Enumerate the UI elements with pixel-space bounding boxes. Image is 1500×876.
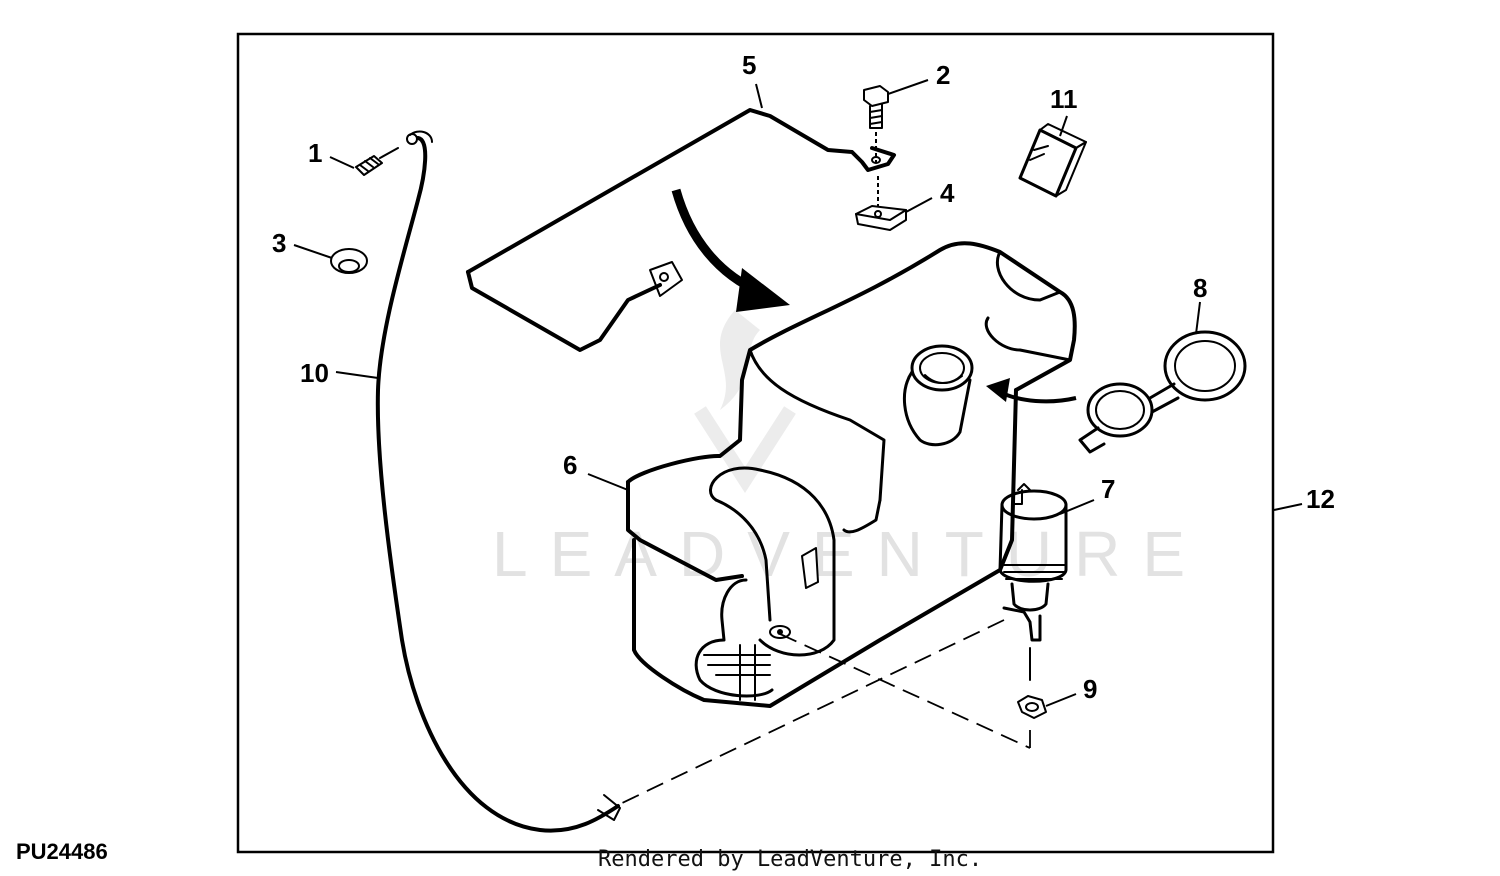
- part-11-switch: [1018, 123, 1087, 198]
- part-6-tank: [626, 241, 1077, 708]
- callout-5: 5: [742, 50, 756, 80]
- part-7-pump: [998, 483, 1068, 681]
- part-5-bracket: [466, 108, 896, 352]
- part-4-clip-nut: [855, 176, 907, 231]
- leader-lines: [293, 79, 1303, 707]
- callout-1: 1: [308, 138, 322, 168]
- callout-6: 6: [563, 450, 577, 480]
- part-9-grommet: [1017, 695, 1047, 719]
- assembly-lines: [619, 619, 1031, 805]
- figure-id: PU24486: [16, 839, 108, 864]
- callout-10: 10: [300, 358, 329, 388]
- watermark-text: LEADVENTURE: [492, 518, 1207, 590]
- part-2-bolt: [863, 85, 889, 164]
- part-8-cap: [986, 330, 1247, 454]
- callout-4: 4: [940, 178, 955, 208]
- callout-12: 12: [1306, 484, 1335, 514]
- callout-2: 2: [936, 60, 950, 90]
- diagram-frame: [236, 32, 1275, 854]
- part-10-hose: [375, 130, 621, 833]
- part-3-grommet: [330, 248, 368, 274]
- callouts: 1 2 3 4 5 6 7 8 9 10 11 12: [272, 50, 1335, 704]
- direction-arrow: [671, 188, 790, 312]
- callout-11: 11: [1050, 84, 1078, 114]
- callout-7: 7: [1101, 474, 1115, 504]
- part-1-nozzle: [355, 147, 399, 176]
- callout-3: 3: [272, 228, 286, 258]
- render-credit: Rendered by LeadVenture, Inc.: [598, 847, 982, 872]
- watermark: LEADVENTURE: [492, 310, 1207, 590]
- callout-9: 9: [1083, 674, 1097, 704]
- callout-8: 8: [1193, 273, 1207, 303]
